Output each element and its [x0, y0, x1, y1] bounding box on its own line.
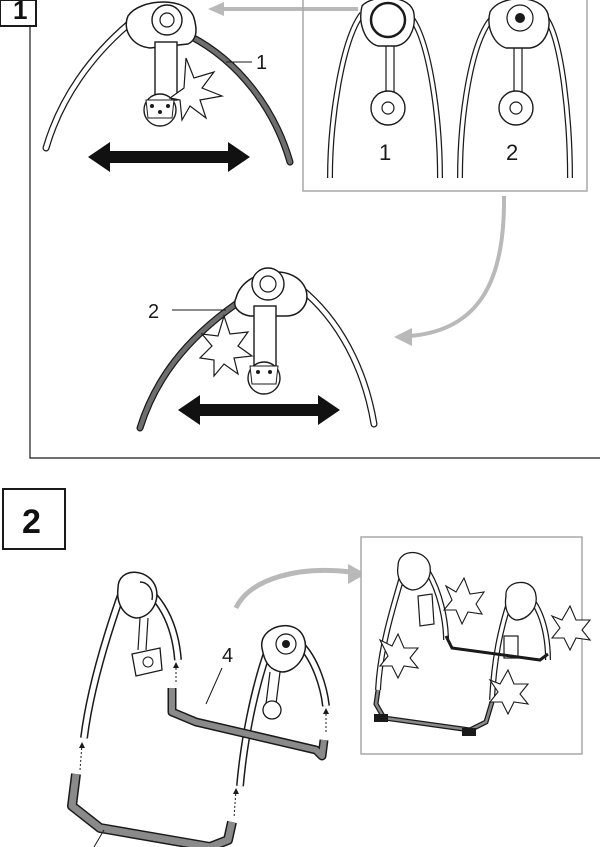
step-1-frame-bottom: 2	[136, 267, 378, 432]
click-burst-inset-4	[488, 668, 530, 716]
right-arm-tube	[296, 284, 378, 428]
right-upright	[236, 624, 330, 787]
step-2-number-box	[2, 488, 66, 550]
arrow-to-assembled-inset	[233, 568, 351, 610]
step-1-frame-top-left: 1	[42, 1, 294, 172]
click-burst	[168, 57, 225, 122]
variant-2-frame: 2	[457, 0, 573, 179]
step-1-number: 1	[13, 0, 27, 25]
rear-bar-label: 4	[222, 645, 233, 667]
step-2-inset	[360, 536, 592, 755]
variant-label-1: 1	[379, 140, 391, 165]
step-1-number-box	[0, 0, 37, 27]
rear-base-bar: 4	[167, 645, 329, 761]
callout-label-2: 2	[148, 301, 159, 323]
front-base-bar	[67, 742, 239, 847]
click-burst-inset-3	[550, 604, 592, 652]
step-1-inset: 1 2	[302, 0, 588, 192]
inset-border	[302, 0, 588, 192]
left-arm-tube	[42, 14, 140, 152]
step-2-panel: 2	[2, 488, 592, 847]
arrow-inset-to-bottom	[409, 195, 507, 338]
click-burst-inset-1	[442, 576, 486, 626]
hanger-arm	[154, 41, 178, 101]
variant-label-2: 2	[506, 140, 518, 165]
double-arrow-top	[88, 142, 250, 172]
step-1-panel: 1 1	[0, 0, 600, 459]
step-2-number: 2	[22, 503, 41, 541]
double-arrow-bottom	[178, 395, 340, 425]
click-burst-inset-2	[378, 632, 420, 680]
variant-1-frame: 1	[327, 0, 443, 179]
callout-label-1: 1	[256, 52, 267, 74]
step-1-frame	[29, 0, 600, 459]
left-upright	[80, 571, 182, 739]
click-burst-lower	[198, 314, 254, 378]
